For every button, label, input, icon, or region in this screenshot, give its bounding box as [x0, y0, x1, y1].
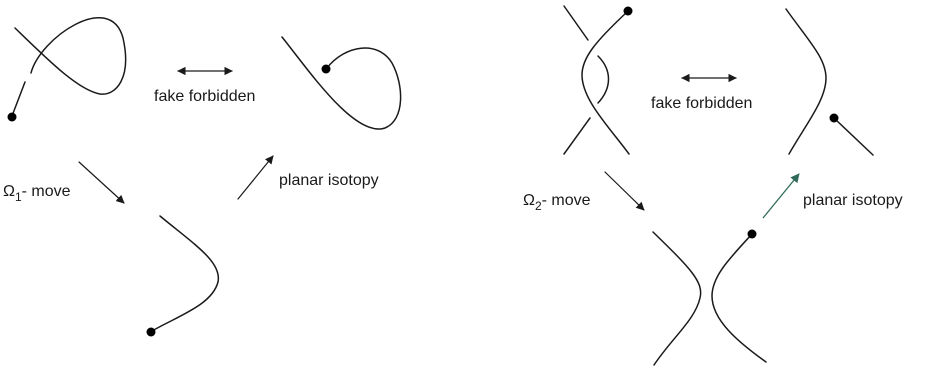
strand-endpoint	[829, 113, 839, 123]
free-strand	[834, 118, 874, 156]
planar-isotopy-label: planar isotopy	[279, 172, 379, 189]
omega1-move-arrow	[78, 161, 125, 204]
fake-forbidden-label: fake forbidden	[154, 88, 255, 105]
fake-forbidden-label: fake forbidden	[651, 95, 752, 112]
curved-strand	[785, 8, 827, 155]
omega2-move-arrow	[604, 171, 645, 211]
under-strand-bottom	[563, 117, 591, 155]
planar-isotopy-arrow	[762, 173, 800, 219]
omega1-move-label: Ω1- move	[3, 183, 71, 204]
curl-strand	[281, 36, 402, 130]
isotopy-target-diagram	[785, 8, 874, 156]
strand-endpoint	[623, 6, 633, 16]
strand-endpoint	[321, 64, 331, 74]
omega2-move-label: Ω2- move	[523, 192, 591, 213]
curl-diagram	[281, 36, 402, 130]
strand-endpoint	[146, 327, 156, 337]
over-strand	[581, 11, 630, 155]
omega1-loop-diagram	[7, 17, 127, 122]
left-panel: fake forbidden Ω1- move planar isotopy	[3, 17, 402, 337]
left-arc	[652, 231, 702, 366]
planar-isotopy-arrow	[237, 155, 274, 200]
omega2-result-diagram	[652, 229, 767, 366]
loop-under-strand	[11, 81, 26, 117]
strand-endpoint	[747, 229, 757, 239]
right-arc	[711, 233, 767, 363]
omega1-result-diagram	[146, 215, 220, 337]
right-panel: fake forbidden Ω2- move planar isotopy	[523, 5, 903, 366]
loop-over-strand	[14, 17, 127, 95]
omega2-crossing-diagram	[563, 5, 633, 155]
under-strand-top	[563, 5, 589, 41]
strand-endpoint	[7, 112, 17, 122]
under-strand-middle	[597, 55, 610, 104]
planar-isotopy-label: planar isotopy	[803, 192, 903, 209]
result-strand	[151, 215, 220, 332]
